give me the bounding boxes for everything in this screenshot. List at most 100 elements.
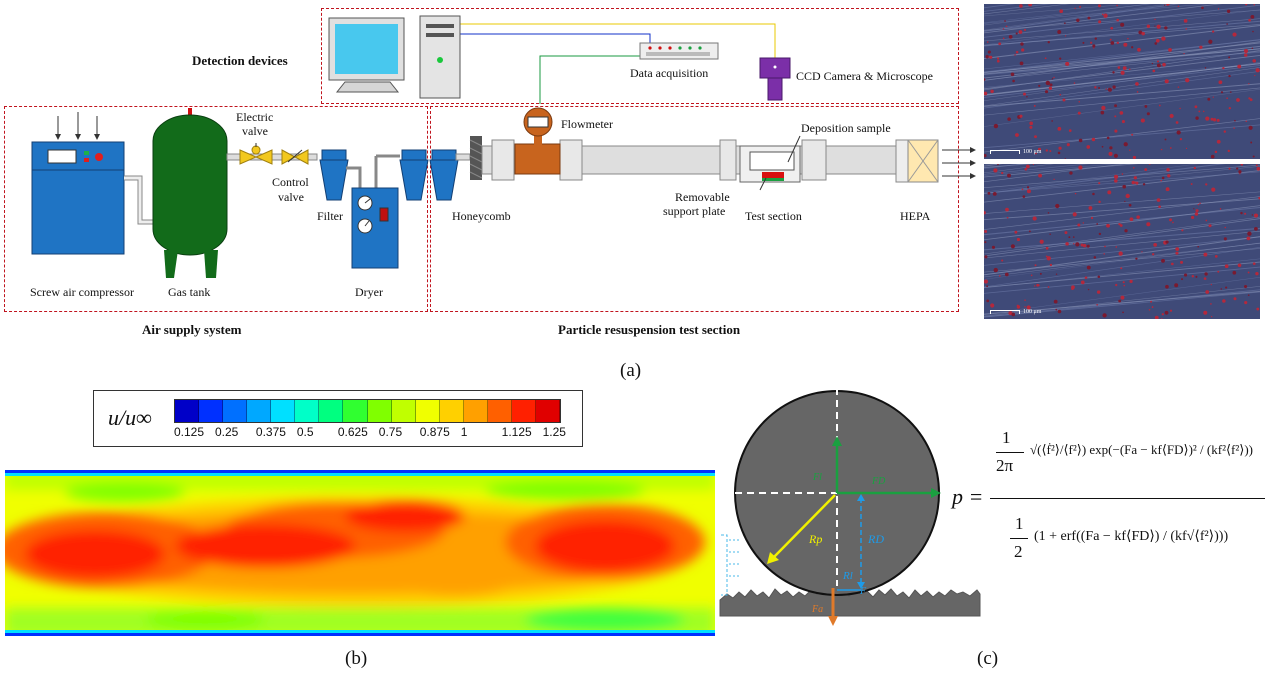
label-f: F — [860, 586, 867, 597]
colorbar-tick-label: 0.5 — [296, 425, 314, 439]
colorbar-swatch — [343, 400, 368, 422]
colorbar-swatch — [247, 400, 272, 422]
honeycomb-icon — [469, 136, 483, 180]
flowmeter-icon — [514, 107, 561, 175]
colorbar-swatch — [271, 400, 296, 422]
resuspension-title: Particle resuspension test section — [558, 322, 741, 337]
colorbar-swatch — [415, 400, 440, 422]
colorbar-swatch — [487, 400, 512, 422]
den-body: (1 + erf((Fa − kf⟨FD⟩) / (kf√⟨f²⟩))) — [1034, 529, 1229, 544]
outflow-arrows — [942, 147, 976, 179]
colorbar-swatch — [535, 400, 560, 422]
monitor-icon — [328, 17, 405, 93]
electric-valve-label-1: Electric — [236, 110, 274, 124]
colorbar-swatch — [391, 400, 416, 422]
control-valve-icon — [281, 149, 309, 165]
honeycomb-label: Honeycomb — [452, 209, 511, 223]
signal-wire-yellow — [460, 23, 776, 58]
label-rd: RD — [868, 532, 884, 546]
air-supply-box — [4, 106, 428, 312]
scale-bar: 100 μm — [990, 149, 1041, 155]
colorbar-label: u/u∞ — [108, 405, 152, 430]
rough-surface — [719, 588, 981, 617]
scale-bar-label: 100 μm — [1023, 149, 1042, 155]
num-body: √(⟨ḟ²⟩/⟨f²⟩) exp(−(Fa − kf⟨FD⟩)² / (kf²⟨… — [1030, 442, 1253, 457]
label-rl: Rl — [843, 570, 853, 582]
data-acquisition-label: Data acquisition — [630, 66, 709, 80]
colorbar-tick-label: 1 — [460, 425, 468, 439]
num-frac-1: 1 — [1002, 428, 1011, 447]
gas-tank-icon — [152, 108, 228, 278]
microscope-image-before: 100 μm — [984, 4, 1260, 159]
control-valve-label-2: valve — [278, 190, 304, 204]
colorbar-swatch — [295, 400, 320, 422]
test-section-icon — [739, 135, 801, 191]
hepa-label: HEPA — [900, 209, 931, 223]
data-acquisition-icon — [639, 42, 719, 60]
colorbar-swatch — [511, 400, 536, 422]
radius-arrow — [772, 494, 836, 559]
label-rp: Rp — [809, 532, 823, 546]
deposition-sample-label: Deposition sample — [801, 121, 891, 135]
colorbar-tick-label: 0.75 — [378, 425, 403, 439]
colorbar-tick-label: 0.25 — [214, 425, 239, 439]
colorbar-swatch — [439, 400, 464, 422]
dryer-label: Dryer — [355, 285, 383, 299]
colorbar-swatch — [463, 400, 488, 422]
air-supply-title: Air supply system — [142, 322, 242, 337]
colorbar-swatch — [199, 400, 224, 422]
particle-texture — [984, 4, 1260, 159]
dryer-icon — [351, 187, 399, 269]
detection-box — [321, 8, 959, 104]
electric-valve-label-2: valve — [242, 124, 268, 138]
removable-plate-label-2: support plate — [663, 204, 726, 218]
equation-lhs: p = — [952, 484, 984, 509]
scale-bar: 100 μm — [990, 309, 1041, 315]
apparatus-diagram — [31, 15, 976, 278]
den-frac-den: 2 — [1014, 542, 1023, 561]
test-section-label: Test section — [745, 209, 802, 223]
label-fl: Fl — [813, 472, 822, 483]
control-valve-label-1: Control — [272, 175, 309, 189]
microscope-image-after: 100 μm — [984, 164, 1260, 319]
filter-icon — [319, 149, 349, 201]
velocity-contour — [5, 470, 715, 636]
colorbar-tick-label: 1.25 — [542, 425, 566, 439]
colorbar-tick-label: 0.625 — [337, 425, 368, 439]
colorbar-swatch — [175, 400, 200, 422]
num-frac-bar — [996, 452, 1024, 453]
gas-tank-label: Gas tank — [168, 285, 211, 299]
den-frac-bar — [1010, 538, 1028, 539]
screw-compressor-icon — [31, 112, 125, 255]
removable-plate-label-1: Removable — [675, 190, 730, 204]
filter-icon-3 — [429, 149, 459, 201]
screw-compressor-label: Screw air compressor — [30, 285, 134, 299]
computer-tower-icon — [419, 15, 461, 99]
ccd-camera-icon — [759, 57, 791, 101]
ccd-camera-label: CCD Camera & Microscope — [796, 69, 933, 83]
particle-force-diagram — [719, 388, 981, 626]
colorbar-swatch — [367, 400, 392, 422]
caption-a: (a) — [620, 360, 642, 381]
num-frac-den: 2π — [996, 456, 1014, 475]
particle-texture — [984, 164, 1260, 319]
label-fd: FD — [872, 476, 886, 487]
den-frac-1: 1 — [1015, 514, 1024, 533]
hepa-icon — [895, 139, 939, 183]
filter-icon-2 — [399, 149, 429, 201]
colorbar-tick-label: 0.375 — [255, 425, 286, 439]
scale-bar-label: 100 μm — [1023, 309, 1042, 315]
main-fraction-bar — [990, 498, 1265, 499]
colorbar-tick-label: 0.875 — [419, 425, 450, 439]
label-fa: Fa — [812, 604, 824, 615]
colorbar-swatch — [223, 400, 248, 422]
caption-c: (c) — [977, 648, 999, 669]
detection-title: Detection devices — [192, 53, 288, 68]
caption-b: (b) — [345, 648, 368, 669]
colorbar-swatch — [319, 400, 344, 422]
flowmeter-label: Flowmeter — [561, 117, 613, 131]
colorbar-strip — [174, 399, 561, 423]
signal-wire-blue — [460, 33, 651, 44]
